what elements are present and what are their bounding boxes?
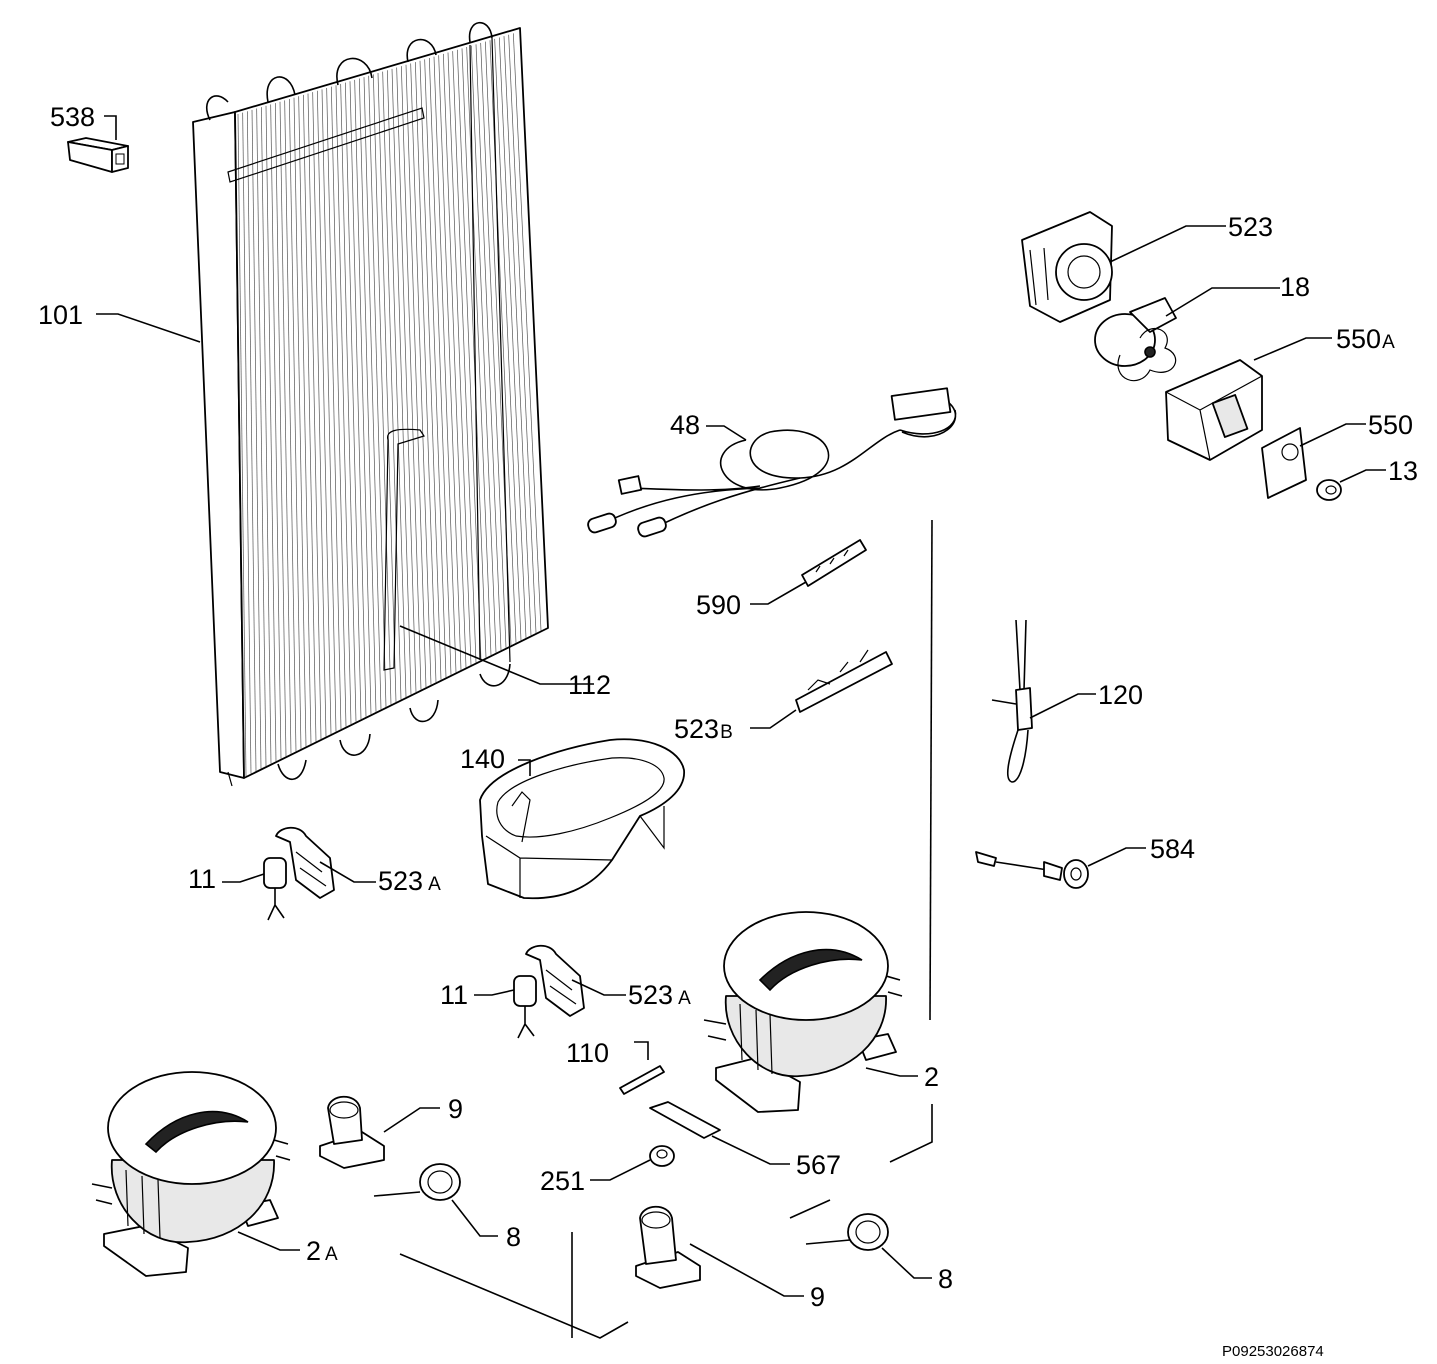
clip-9-lower: [635, 1205, 701, 1289]
label-48: 48: [670, 410, 700, 440]
label-523: 523: [1228, 212, 1273, 242]
clip-9-upper: [319, 1095, 385, 1169]
drip-tray-140: [479, 738, 685, 900]
part-538-connector: [67, 137, 129, 173]
label-584: 584: [1150, 834, 1195, 864]
label-550a: 550A: [1336, 324, 1395, 354]
sensor-584: [975, 851, 1089, 889]
label-18: 18: [1280, 272, 1310, 302]
condenser-101: [192, 21, 549, 787]
protector-8-lower: [805, 1213, 889, 1251]
label-2: 2: [924, 1062, 939, 1092]
label-523b: 523B: [674, 714, 733, 744]
label-112: 112: [568, 670, 611, 700]
pin-110: [619, 1065, 665, 1095]
protector-8-upper: [373, 1163, 461, 1201]
label-9-lower: 9: [810, 1282, 825, 1312]
wiring-harness-48: [587, 387, 957, 538]
sensor-120: [991, 619, 1033, 783]
drawing-code: P09253026874: [1222, 1343, 1324, 1360]
label-13: 13: [1388, 456, 1418, 486]
leader-lines: [96, 115, 1386, 1297]
label-11-upper: 11: [188, 864, 216, 894]
label-567: 567: [796, 1150, 841, 1180]
label-120: 120: [1098, 680, 1143, 710]
compressor-2: [703, 911, 903, 1113]
label-590: 590: [696, 590, 741, 620]
part-523b-bracket: [795, 649, 893, 713]
label-251: 251: [540, 1166, 585, 1196]
label-538: 538: [50, 102, 95, 132]
label-550: 550: [1368, 410, 1413, 440]
part-590-board: [801, 539, 867, 587]
plate-567: [649, 1101, 721, 1139]
label-9-upper: 9: [448, 1094, 463, 1124]
compressor-2a: [91, 1071, 291, 1277]
fan-cover-550a: [1165, 359, 1263, 461]
label-8-upper: 8: [506, 1222, 521, 1252]
label-11-lower: 11: [440, 980, 468, 1010]
cap-13: [1316, 479, 1342, 501]
cabinet-outline: [399, 519, 933, 1339]
label-8-lower: 8: [938, 1264, 953, 1294]
label-110: 110: [566, 1038, 609, 1068]
relay-11-523a-lower: [513, 944, 585, 1039]
fan-motor-18: [1094, 297, 1177, 382]
fan-housing-523: [1021, 211, 1113, 323]
label-101: 101: [38, 300, 83, 330]
label-140: 140: [460, 744, 505, 774]
cover-550: [1261, 427, 1307, 499]
relay-11-523a-upper: [263, 826, 335, 921]
nut-251: [649, 1145, 675, 1167]
